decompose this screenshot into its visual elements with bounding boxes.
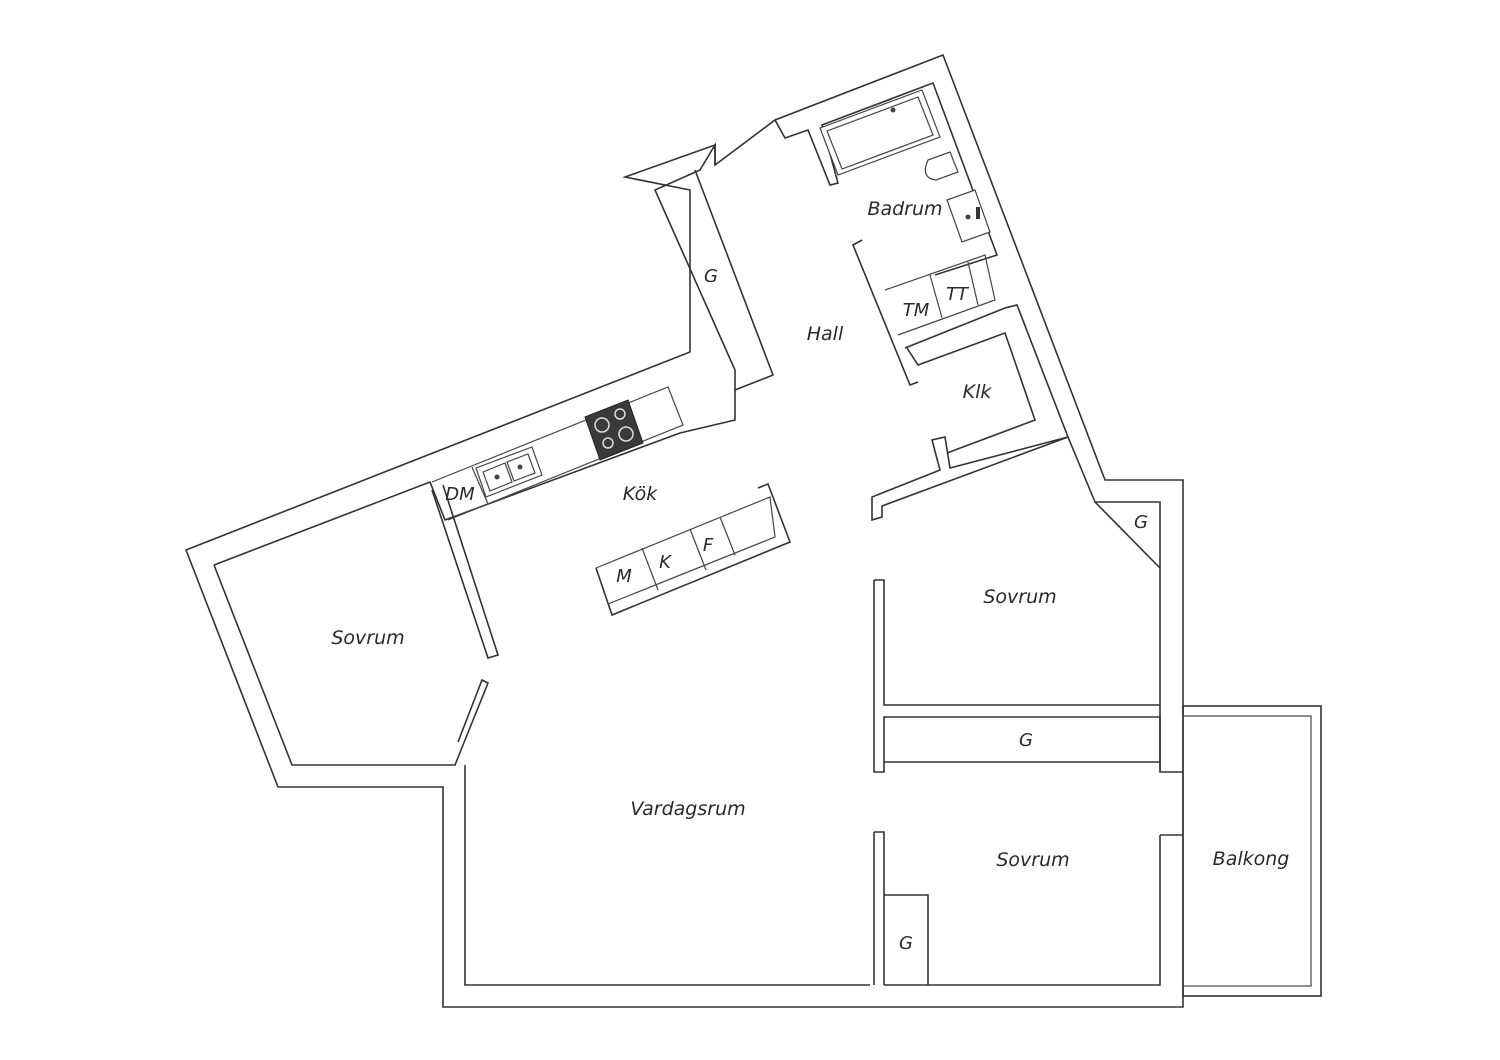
kitchen-sink-icon [475, 446, 543, 498]
room-label-vardagsrum: Vardagsrum [630, 798, 745, 820]
fixture-label-garderob-hall: G [704, 266, 718, 287]
stove-icon [584, 399, 644, 461]
room-label-balkong: Balkong [1213, 848, 1290, 870]
fixture-label-f: F [703, 535, 714, 556]
fixture-label-tm: TM [903, 300, 930, 321]
bathtub-icon [819, 89, 941, 176]
room-label-sovrum-west: Sovrum [331, 627, 404, 649]
room-label-kok: Kök [623, 483, 658, 505]
laundry-area [884, 254, 996, 336]
fixture-label-garderob-middle: G [1019, 730, 1033, 751]
fixture-label-garderob-sovrum-east: G [1134, 512, 1148, 533]
room-label-sovrum-south: Sovrum [996, 849, 1069, 871]
room-label-badrum: Badrum [867, 198, 942, 220]
kitchen-island [595, 482, 792, 617]
room-label-klk: Klk [963, 381, 993, 403]
fixture-label-m: M [616, 566, 632, 587]
room-label-sovrum-east: Sovrum [983, 586, 1056, 608]
fixture-label-k: K [659, 552, 672, 573]
fixture-label-garderob-sovrum-south: G [899, 933, 913, 954]
washbasin-icon [946, 189, 991, 243]
inner-walls [431, 81, 1183, 985]
fixture-label-tt: TT [946, 284, 970, 305]
balcony [1182, 705, 1322, 997]
fixture-label-dm: DM [445, 484, 475, 505]
room-label-hall: Hall [807, 323, 844, 345]
outer-walls [184, 53, 1184, 1008]
toilet-icon [924, 151, 959, 181]
